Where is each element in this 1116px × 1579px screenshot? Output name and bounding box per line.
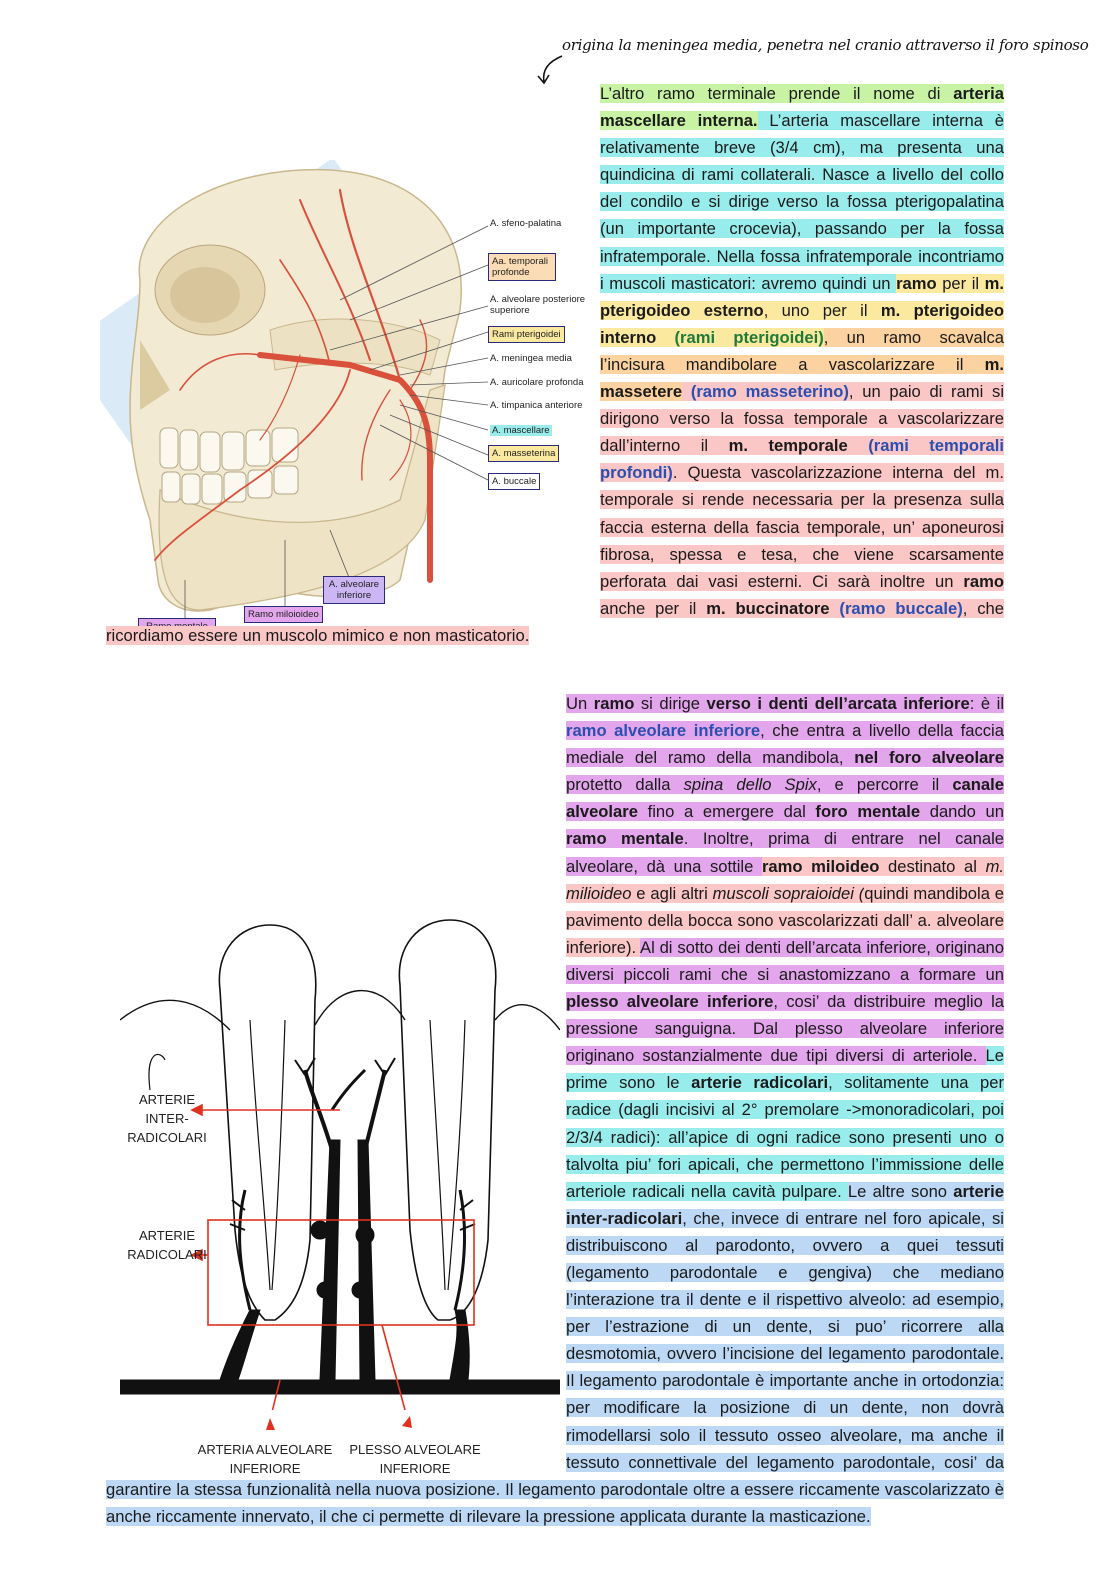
label-arteria-alveolare-inferiore: ARTERIA ALVEOLARE INFERIORE [197,1442,333,1476]
annotation-box [207,1219,475,1326]
skull-arteries-figure: A. sfeno-palatina Aa. temporali profonde… [62,157,590,640]
tooth-diagram-svg [119,919,561,1421]
label-ramo-miloioideo: Ramo miloioideo [244,606,323,623]
arteries [154,188,433,583]
leader-lines [184,225,489,620]
paragraph-alveolare-inferiore: Un ramo si dirige verso i denti dell’arc… [106,694,1005,1526]
label-arterie-radicolari: ARTERIE RADICOLARI [127,1228,207,1262]
right-tooth [398,919,497,1321]
label-alveolare-inferiore: A. alveolare inferiore [323,576,385,604]
vessels [119,1057,561,1395]
arrow-heads-bottom [266,1416,412,1430]
label-auricolare-profonda: A. auricolare profonda [490,377,584,388]
skull-illustration [62,157,489,620]
label-mascellare: A. mascellare [490,425,552,436]
handwritten-note: origina la meningea media, penetra nel c… [562,36,1089,54]
label-meningea-media: A. meningea media [490,353,572,364]
figure-float-spacer [106,161,600,621]
label-rami-pterigoidei: Rami pterigoidei [488,326,565,343]
tooth-vascular-diagram [119,910,561,1490]
label-temporali-profonde: Aa. temporali profonde [488,253,556,281]
label-sfeno-palatina: A. sfeno-palatina [490,218,562,229]
teeth [159,427,299,505]
label-timpanica-anteriore: A. timpanica anteriore [490,400,583,411]
label-masseterina: A. masseterina [488,445,560,462]
label-plesso-alveolare-inferiore: PLESSO ALVEOLARE INFERIORE [349,1442,481,1476]
handwritten-arrow [537,55,563,85]
paragraph-1-wrapper: L’altro ramo terminale prende il nome di… [106,84,1005,645]
label-arterie-inter-radicolari: ARTERIE INTER- RADICOLARI [127,1092,207,1145]
label-buccale: A. buccale [488,473,541,490]
left-tooth [218,924,317,1321]
label-alveolare-posteriore-superiore: A. alveolare posteriore superiore [490,294,586,316]
annotation-arrows [190,1103,406,1421]
